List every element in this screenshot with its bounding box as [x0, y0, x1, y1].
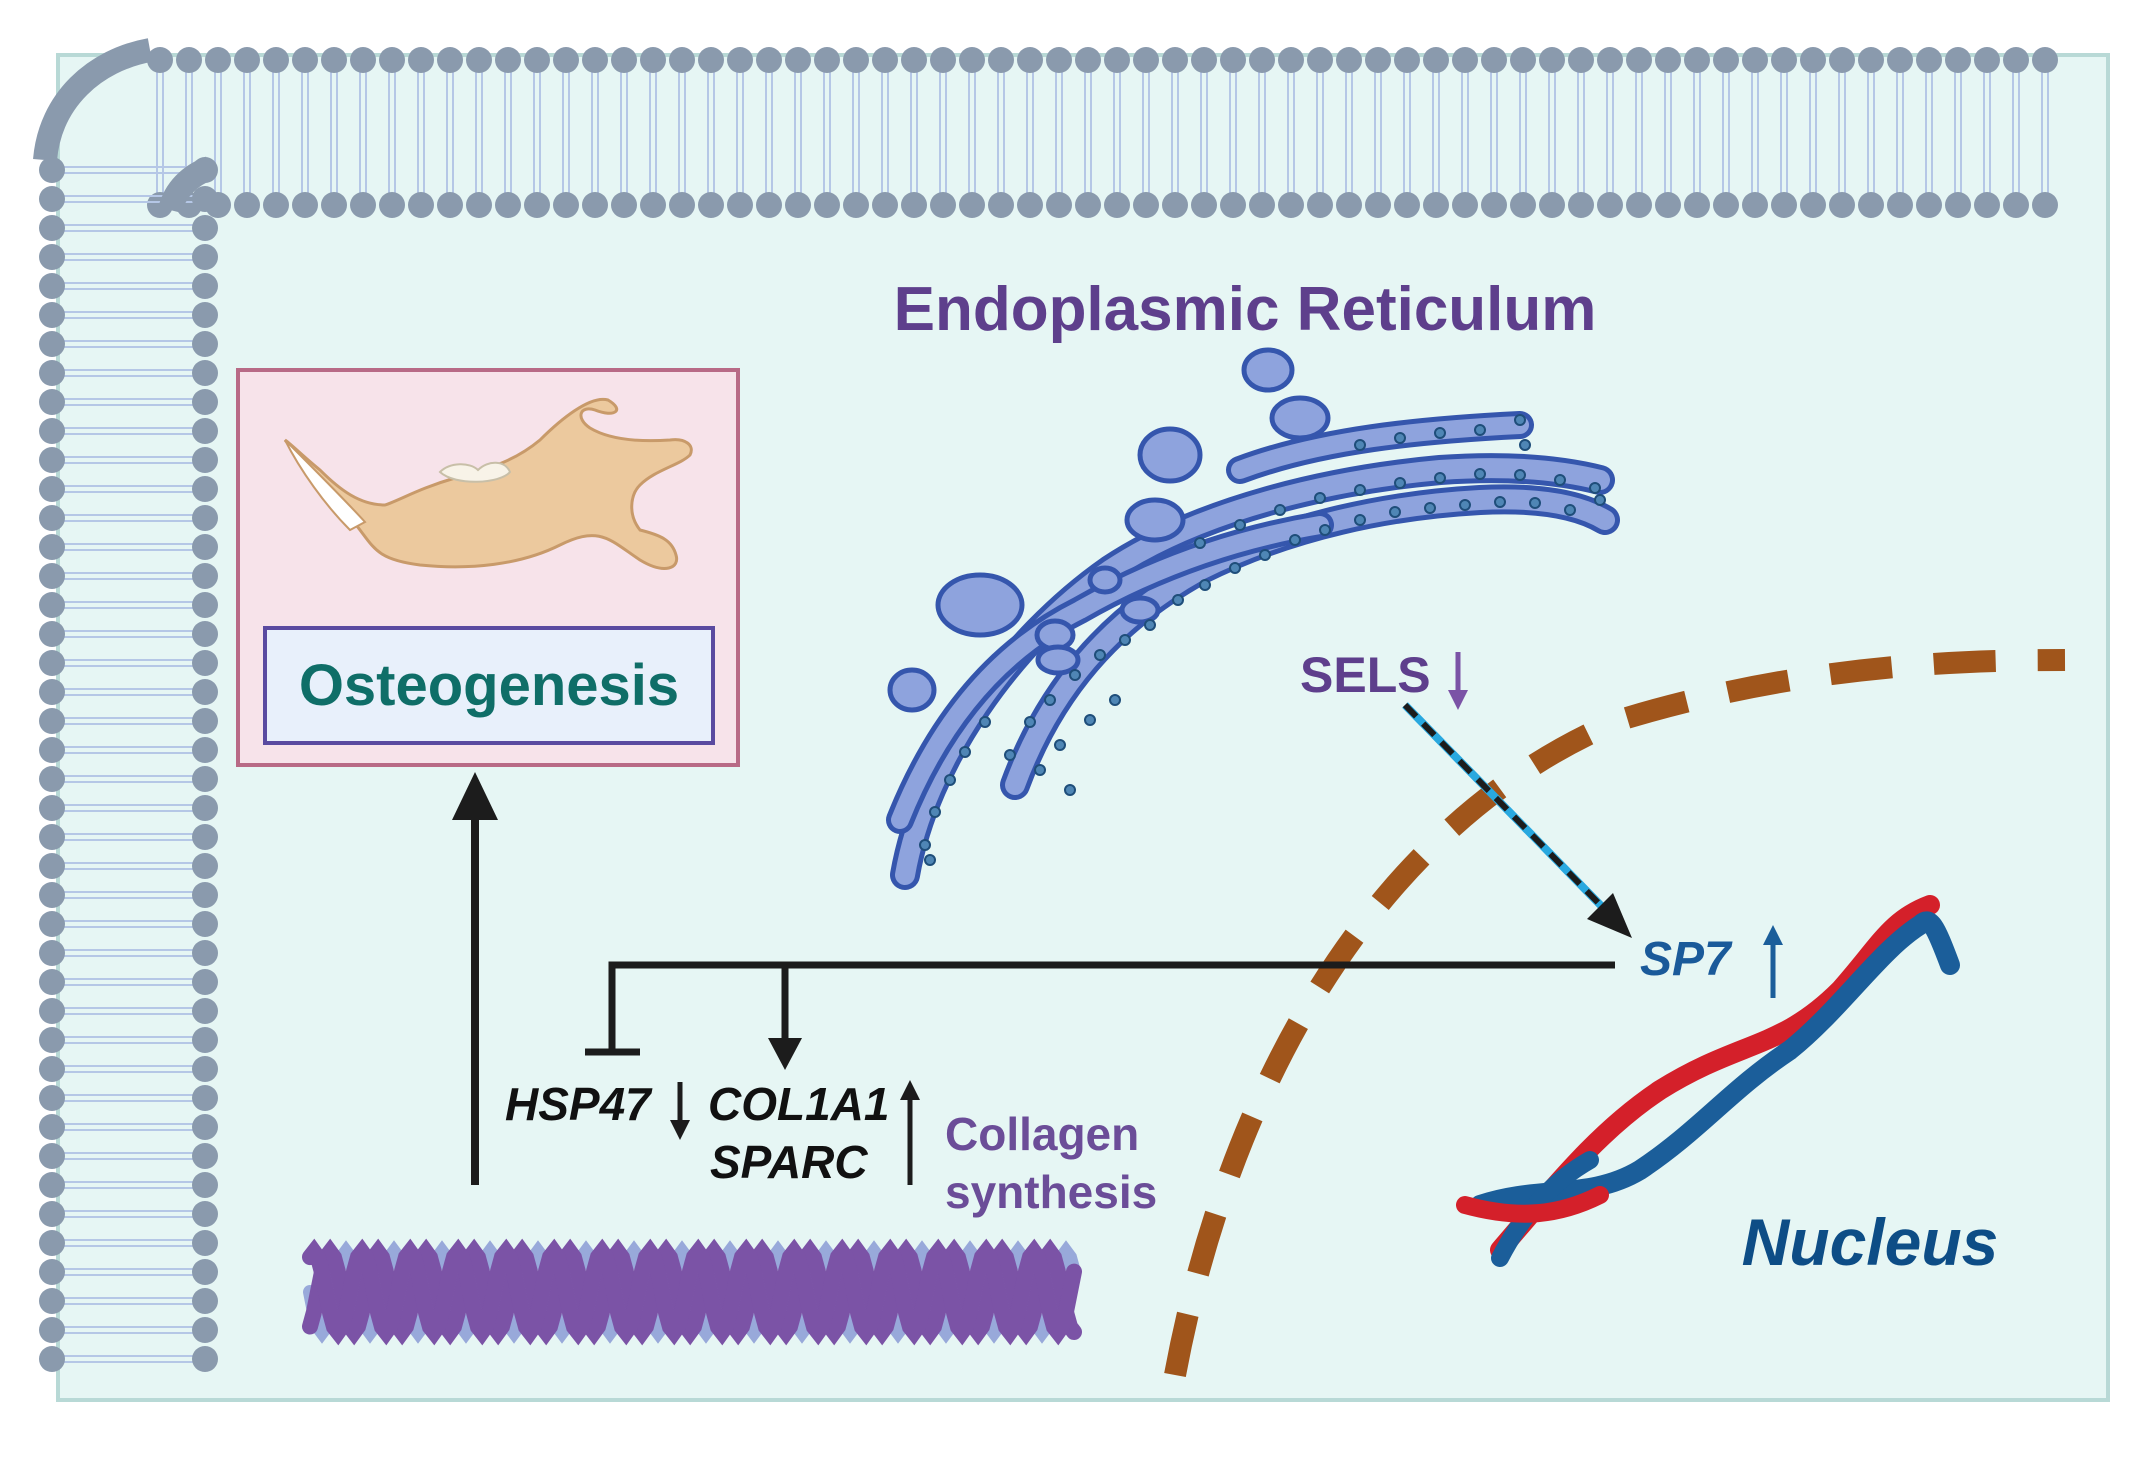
- hsp47-label: HSP47: [505, 1078, 653, 1130]
- sp7-regulation-line: [585, 961, 1615, 1056]
- col1a1-label: COL1A1: [708, 1078, 889, 1130]
- sels-label: SELS: [1300, 647, 1431, 703]
- sp7-up-arrow: [1763, 925, 1783, 998]
- endoplasmic-reticulum: [886, 347, 1620, 890]
- sp7-label: SP7: [1640, 933, 1733, 986]
- jaw-bone-illustration: [283, 397, 693, 570]
- collagen-synthesis-line1: Collagen: [945, 1108, 1139, 1160]
- osteogenesis-label-box: [263, 626, 715, 745]
- collagen-synthesis-line2: synthesis: [945, 1166, 1157, 1218]
- nuclear-envelope: [1164, 649, 2066, 1378]
- dna-helix: [1456, 895, 1960, 1267]
- osteogenesis-label: Osteogenesis: [299, 653, 679, 718]
- col1a1-activation-arrowhead: [768, 1038, 802, 1070]
- er-title: Endoplasmic Reticulum: [894, 275, 1597, 344]
- cell-membrane: [33, 38, 2058, 1372]
- sparc-label: SPARC: [710, 1136, 868, 1188]
- collagen-fiber: [302, 1238, 1082, 1346]
- sels-to-sp7-arrow: [1402, 702, 1632, 938]
- nucleus-label: Nucleus: [1742, 1205, 1999, 1279]
- hsp47-down-arrow: [670, 1082, 690, 1140]
- sels-down-arrow: [1448, 652, 1468, 710]
- col1a1-sparc-up-arrow: [900, 1080, 920, 1185]
- osteogenesis-arrowhead: [452, 772, 498, 820]
